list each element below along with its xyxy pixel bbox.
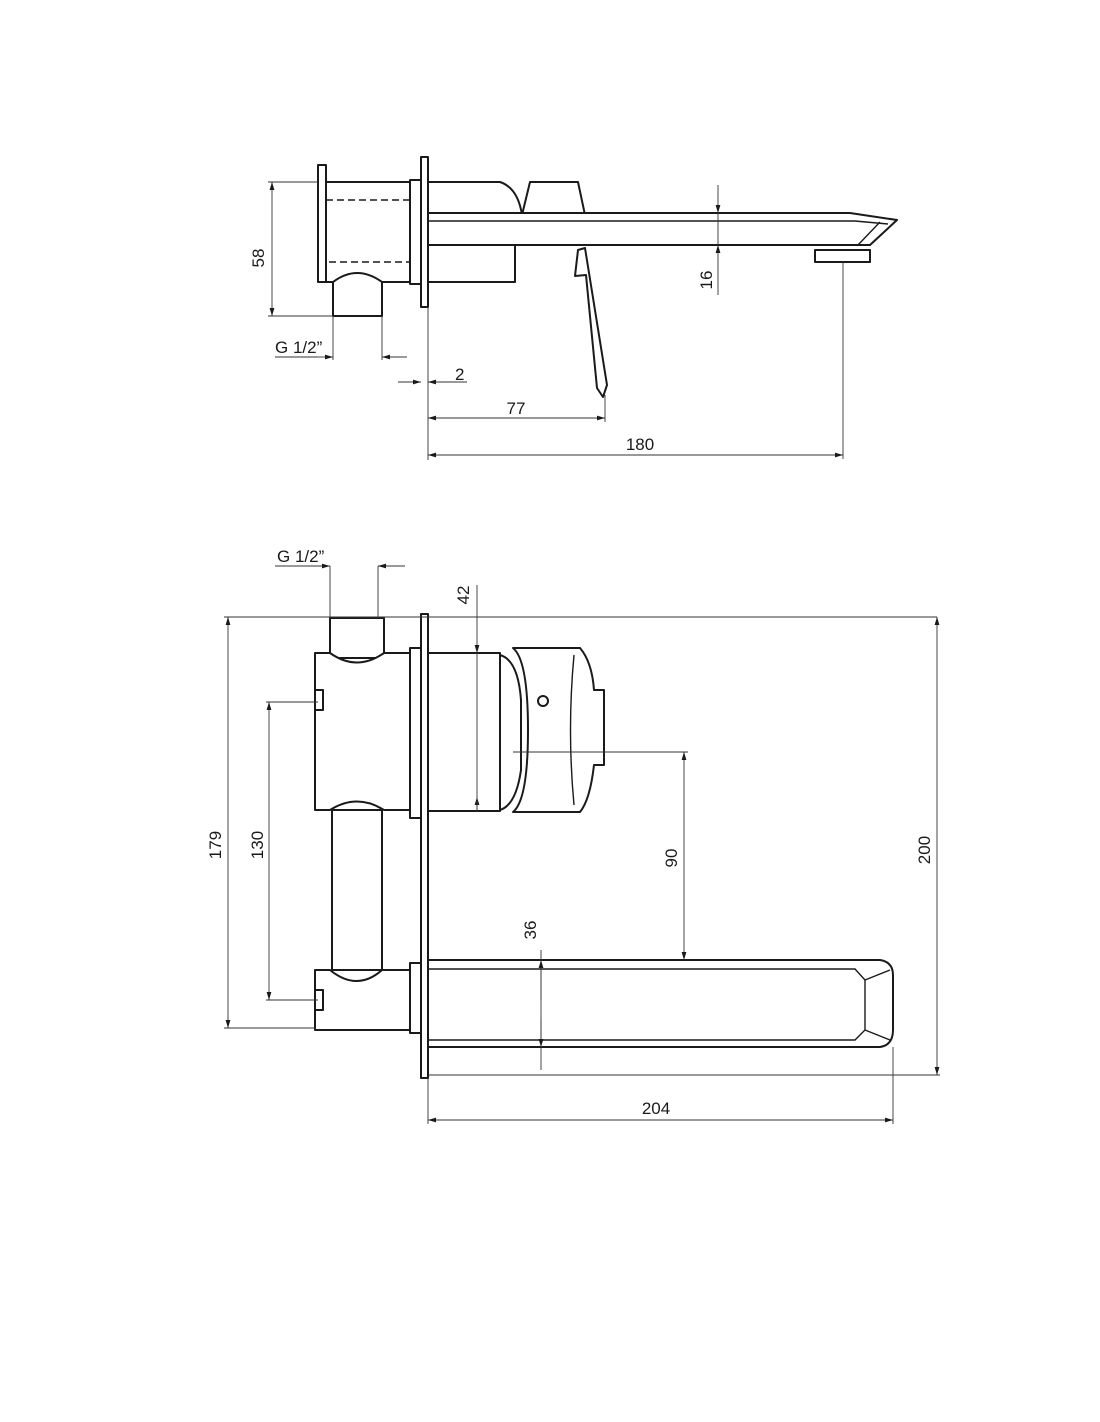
faucet-side-outline bbox=[317, 156, 898, 398]
dim-2: 2 bbox=[455, 365, 464, 384]
dim-58: 58 bbox=[249, 249, 268, 268]
dim-42: 42 bbox=[454, 586, 473, 605]
dim-36: 36 bbox=[521, 921, 540, 940]
front-view: G 1/2” 179 130 200 42 90 36 bbox=[206, 547, 940, 1124]
dim-200: 200 bbox=[915, 836, 934, 864]
dim-16: 16 bbox=[697, 271, 716, 290]
dim-130: 130 bbox=[248, 831, 267, 859]
side-view: 58 G 1/2” 2 77 180 16 bbox=[249, 156, 898, 460]
dim-204: 204 bbox=[642, 1099, 670, 1118]
dim-g-half-top: G 1/2” bbox=[275, 338, 323, 357]
dim-180: 180 bbox=[626, 435, 654, 454]
faucet-front-outline bbox=[314, 613, 894, 1079]
front-dimensions: G 1/2” 179 130 200 42 90 36 bbox=[206, 547, 940, 1124]
dim-77: 77 bbox=[507, 399, 526, 418]
dim-g-half-front: G 1/2” bbox=[277, 547, 325, 566]
dim-179: 179 bbox=[206, 831, 225, 859]
dim-90: 90 bbox=[662, 849, 681, 868]
side-dimensions: 58 G 1/2” 2 77 180 16 bbox=[249, 181, 844, 460]
